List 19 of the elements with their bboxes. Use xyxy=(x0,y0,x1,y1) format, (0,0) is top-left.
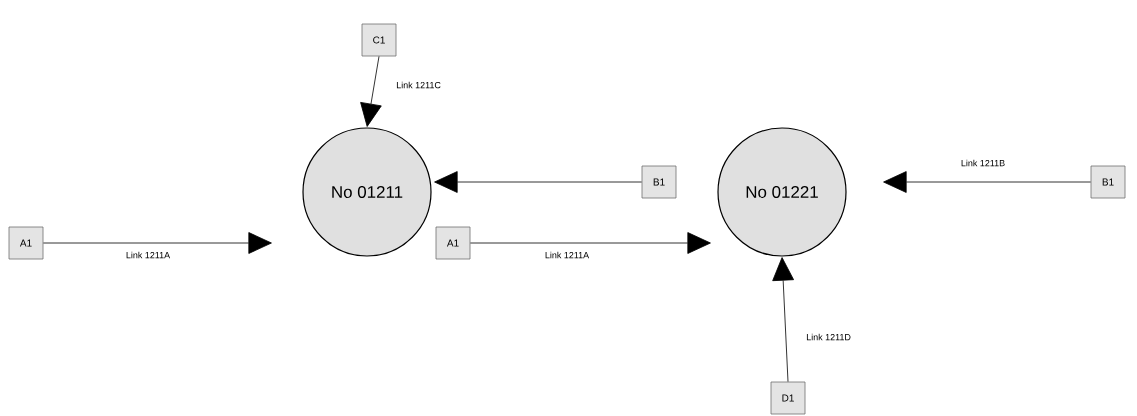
arrow xyxy=(883,171,1091,193)
arrow xyxy=(772,257,794,382)
node-box: B1 xyxy=(1090,165,1126,199)
arrow xyxy=(43,232,272,254)
node-box: D1 xyxy=(770,381,806,415)
edge-label: Link 1211D xyxy=(805,332,852,342)
node-box: C1 xyxy=(361,23,397,57)
node-box: B1 xyxy=(641,165,677,199)
arrow xyxy=(434,171,642,193)
arrow xyxy=(470,232,711,254)
circle-node: No 01221 xyxy=(717,127,847,257)
node-box: A1 xyxy=(435,226,471,260)
edge-label: Link 1211B xyxy=(959,158,1007,168)
edge-label: Link 1211C xyxy=(395,80,442,90)
node-box: A1 xyxy=(8,226,44,260)
circle-node: No 01211 xyxy=(302,127,432,257)
arrow xyxy=(360,56,382,127)
edge-label: Link 1211A xyxy=(543,250,591,260)
edge-label: Link 1211A xyxy=(124,250,172,260)
